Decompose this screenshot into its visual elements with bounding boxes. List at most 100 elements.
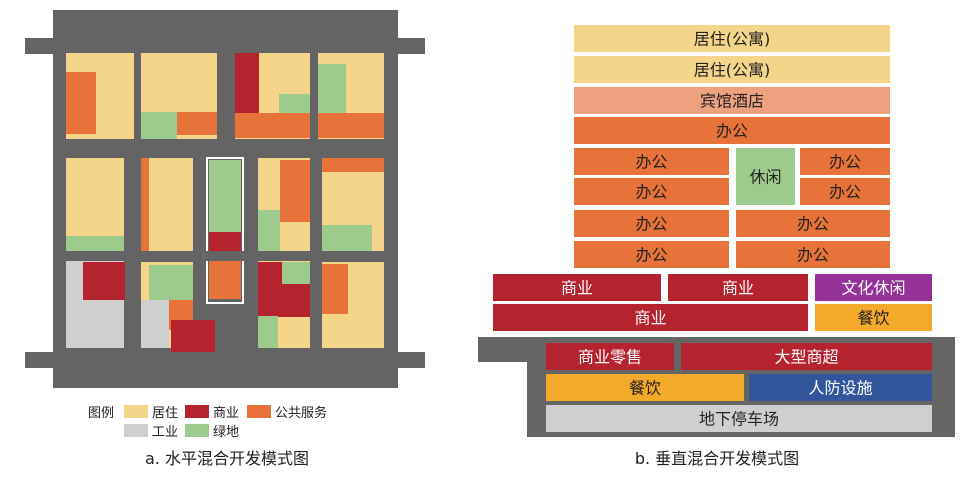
- floor-label: 商业: [561, 279, 593, 298]
- land-parcel: [318, 113, 384, 138]
- floor-block: 商业: [493, 274, 661, 301]
- floor-block-fill: [668, 274, 808, 301]
- floor-block-fill: [574, 25, 890, 52]
- floor-block: 办公: [574, 148, 729, 175]
- floor-block-fill: [815, 304, 932, 331]
- floor-block: 办公: [736, 210, 890, 237]
- floor-block: 办公: [574, 178, 729, 205]
- floor-label: 居住(公寓): [694, 61, 771, 80]
- land-parcel: [149, 265, 193, 300]
- land-parcel: [318, 64, 346, 114]
- road-horizontal-top: [25, 38, 425, 54]
- land-parcel: [235, 53, 259, 115]
- legend-label-public-service: 公共服务: [275, 405, 327, 421]
- floor-block: 办公: [736, 241, 890, 268]
- land-parcel: [282, 262, 310, 284]
- floor-block: 办公: [800, 178, 890, 205]
- floor-label: 大型商超: [774, 348, 838, 367]
- floor-label: 餐饮: [629, 379, 661, 398]
- floor-label: 商业: [722, 279, 754, 298]
- floor-block: 宾馆酒店: [574, 87, 890, 114]
- floor-block: 办公: [574, 210, 729, 237]
- floor-block-fill: [574, 87, 890, 114]
- floor-block-fill: [681, 343, 932, 370]
- floor-block: 居住(公寓): [574, 25, 890, 52]
- land-parcel: [66, 236, 124, 251]
- floor-block-fill: [546, 343, 674, 370]
- legend: 图例 居住 商业 公共服务 工业 绿地: [88, 405, 327, 440]
- land-parcel: [83, 262, 125, 300]
- land-parcel: [322, 158, 384, 172]
- legend-swatch-public-service: [247, 405, 271, 418]
- floor-block: 餐饮: [815, 304, 932, 331]
- floor-block: 地下停车场: [546, 405, 932, 432]
- floor-label: 餐饮: [857, 309, 889, 328]
- floor-label: 办公: [797, 246, 829, 265]
- floor-block-fill: [800, 148, 890, 175]
- land-parcel: [141, 158, 193, 251]
- floor-block-fill: [546, 405, 932, 432]
- floor-label: 宾馆酒店: [700, 92, 764, 111]
- floor-block-fill: [493, 304, 808, 331]
- legend-swatch-residential: [124, 405, 148, 418]
- floor-block: 文化休闲: [815, 274, 932, 301]
- land-parcel: [171, 320, 215, 352]
- floor-label: 商业: [634, 309, 666, 328]
- park-green-upper: [209, 160, 241, 232]
- caption-a: a. 水平混合开发模式图: [145, 449, 309, 468]
- floor-block: 餐饮: [546, 374, 744, 401]
- floor-block-fill: [574, 178, 729, 205]
- legend-label-industrial: 工业: [152, 425, 178, 440]
- floor-block-fill: [749, 374, 932, 401]
- floor-block-fill: [574, 241, 729, 268]
- land-parcel: [258, 316, 278, 348]
- floor-label: 文化休闲: [841, 279, 905, 298]
- land-parcel: [322, 225, 372, 253]
- floor-label: 休闲: [749, 168, 781, 187]
- floor-label: 人防设施: [808, 379, 872, 398]
- park-outline: [206, 157, 244, 304]
- floor-block: 办公: [574, 117, 890, 144]
- legend-swatch-green: [185, 424, 209, 437]
- horizontal-mixed-development-map: [25, 10, 425, 388]
- caption-b: b. 垂直混合开发模式图: [635, 449, 799, 468]
- road-inner-horizontal-2: [53, 251, 398, 261]
- floor-block: 大型商超: [681, 343, 932, 370]
- road-inner-horizontal-1: [53, 139, 398, 155]
- land-parcel: [141, 112, 177, 139]
- land-parcel: [66, 158, 124, 251]
- road-horizontal-bottom: [25, 352, 425, 368]
- floor-label: 办公: [797, 215, 829, 234]
- land-parcel: [235, 113, 310, 138]
- land-parcel: [141, 158, 149, 251]
- floor-block: 办公: [800, 148, 890, 175]
- floor-block: 办公: [574, 241, 729, 268]
- park-public-service: [209, 257, 241, 299]
- floor-block-fill: [493, 274, 661, 301]
- floor-label: 商业零售: [578, 348, 642, 367]
- floor-block-fill: [800, 178, 890, 205]
- floor-label: 居住(公寓): [694, 30, 771, 49]
- floor-block-fill: [736, 210, 890, 237]
- land-parcel: [141, 300, 169, 348]
- land-parcel: [177, 112, 217, 135]
- floor-block: 商业: [668, 274, 808, 301]
- floor-block-fill: [574, 148, 729, 175]
- floor-block: 商业: [493, 304, 808, 331]
- floor-label: 办公: [635, 183, 667, 202]
- land-parcel: [66, 72, 96, 134]
- floor-label: 地下停车场: [699, 410, 779, 429]
- floor-block: 人防设施: [749, 374, 932, 401]
- land-parcel: [322, 264, 348, 314]
- vertical-mixed-development-section: 居住(公寓)居住(公寓)宾馆酒店办公办公办公休闲办公办公办公办公办公办公商业商业…: [478, 25, 955, 437]
- floor-block-fill: [546, 374, 744, 401]
- floor-block-fill: [736, 241, 890, 268]
- floor-label: 办公: [716, 122, 748, 141]
- land-parcel: [279, 94, 310, 114]
- legend-title: 图例: [88, 406, 114, 421]
- floor-block-fill: [574, 56, 890, 83]
- legend-swatch-industrial: [124, 424, 148, 437]
- legend-swatch-commercial: [185, 405, 209, 418]
- floor-block-fill: [574, 210, 729, 237]
